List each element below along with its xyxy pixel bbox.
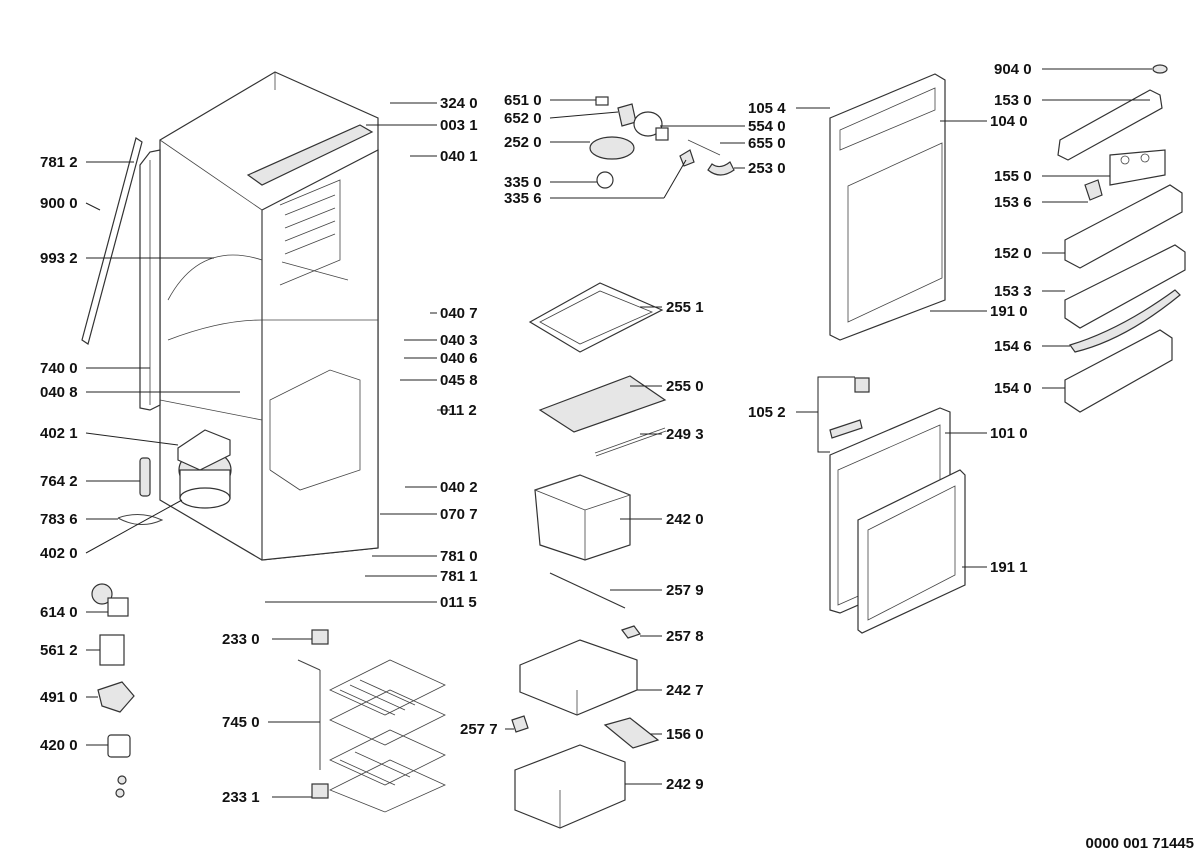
callout-011-2: 011 2: [440, 402, 477, 419]
callout-153-6: 153 6: [994, 194, 1032, 211]
callout-040-1: 040 1: [440, 148, 478, 165]
callout-900-0: 900 0: [40, 195, 78, 212]
callout-154-0: 154 0: [994, 380, 1032, 397]
callout-324-0: 324 0: [440, 95, 478, 112]
compressor: [117, 429, 232, 525]
callout-011-5: 011 5: [440, 594, 477, 611]
callout-781-0: 781 0: [440, 548, 478, 565]
callout-420-0: 420 0: [40, 737, 78, 754]
callout-253-0: 253 0: [748, 160, 786, 177]
callout-252-0: 252 0: [504, 134, 542, 151]
callout-652-0: 652 0: [504, 110, 542, 127]
callout-233-0: 233 0: [222, 631, 260, 648]
small-parts-left: [91, 583, 135, 798]
drawers: [511, 474, 660, 829]
callout-153-3: 153 3: [994, 283, 1032, 300]
callout-104-0: 104 0: [990, 113, 1028, 130]
callout-155-0: 155 0: [994, 168, 1032, 185]
callout-655-0: 655 0: [748, 135, 786, 152]
callout-255-1: 255 1: [666, 299, 704, 316]
document-number: 0000 001 71445: [1085, 835, 1194, 852]
callout-993-2: 993 2: [40, 250, 78, 267]
freezer-door: [829, 377, 966, 634]
callout-781-1: 781 1: [440, 568, 478, 585]
callout-040-3: 040 3: [440, 332, 478, 349]
callout-335-0: 335 0: [504, 174, 542, 191]
callout-242-7: 242 7: [666, 682, 704, 699]
side-strips: [81, 137, 161, 411]
callout-781-2: 781 2: [40, 154, 78, 171]
thermostat-assembly: [589, 96, 735, 189]
callout-255-0: 255 0: [666, 378, 704, 395]
callout-070-7: 070 7: [440, 506, 478, 523]
callout-242-0: 242 0: [666, 511, 704, 528]
callout-040-2: 040 2: [440, 479, 478, 496]
callout-764-2: 764 2: [40, 473, 78, 490]
callout-402-1: 402 1: [40, 425, 78, 442]
callout-153-0: 153 0: [994, 92, 1032, 109]
callout-105-4: 105 4: [748, 100, 786, 117]
callout-740-0: 740 0: [40, 360, 78, 377]
callout-191-1: 191 1: [990, 559, 1028, 576]
callout-257-7: 257 7: [460, 721, 498, 738]
callout-242-9: 242 9: [666, 776, 704, 793]
callout-156-0: 156 0: [666, 726, 704, 743]
callout-105-2: 105 2: [748, 404, 786, 421]
callout-257-8: 257 8: [666, 628, 704, 645]
callout-904-0: 904 0: [994, 61, 1032, 78]
freezer-baskets: [297, 629, 446, 813]
callout-040-7: 040 7: [440, 305, 478, 322]
callout-491-0: 491 0: [40, 689, 78, 706]
callout-783-6: 783 6: [40, 511, 78, 528]
callout-045-8: 045 8: [440, 372, 478, 389]
callout-554-0: 554 0: [748, 118, 786, 135]
door-bins: [1057, 64, 1186, 413]
callout-233-1: 233 1: [222, 789, 260, 806]
fridge-door: [829, 73, 946, 341]
callout-154-6: 154 6: [994, 338, 1032, 355]
callout-651-0: 651 0: [504, 92, 542, 109]
callout-745-0: 745 0: [222, 714, 260, 731]
callout-152-0: 152 0: [994, 245, 1032, 262]
callout-labels: 324 0 003 1 040 1 781 2 900 0 993 2 040 …: [40, 61, 1032, 806]
callout-249-3: 249 3: [666, 426, 704, 443]
callout-101-0: 101 0: [990, 425, 1028, 442]
callout-040-8: 040 8: [40, 384, 78, 401]
callout-561-2: 561 2: [40, 642, 78, 659]
callout-191-0: 191 0: [990, 303, 1028, 320]
callout-402-0: 402 0: [40, 545, 78, 562]
leader-lines: [85, 68, 1152, 798]
callout-257-9: 257 9: [666, 582, 704, 599]
callout-003-1: 003 1: [440, 117, 478, 134]
callout-335-6: 335 6: [504, 190, 542, 207]
glass-shelves: [528, 282, 667, 457]
callout-040-6: 040 6: [440, 350, 478, 367]
callout-614-0: 614 0: [40, 604, 78, 621]
